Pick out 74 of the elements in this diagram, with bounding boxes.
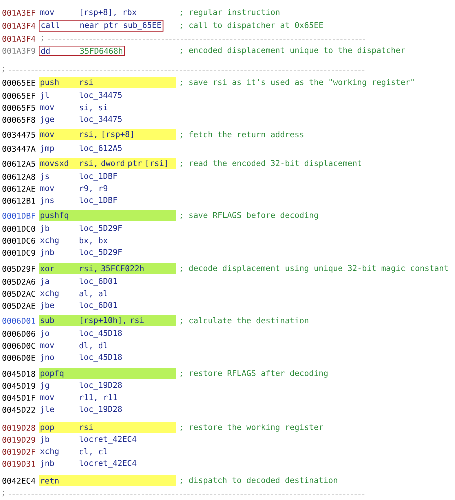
address: 00065EF: [2, 92, 36, 100]
comment: ; encoded displacement unique to the dispatcher: [180, 47, 406, 55]
comment: ; restore RFLAGS after decoding: [180, 370, 328, 378]
operand: al, al: [80, 290, 108, 298]
address: 001A3F4: [2, 36, 36, 42]
comment: ; save rsi as it's used as the "working register": [180, 79, 414, 87]
mnemonic: jle: [40, 406, 54, 414]
outlined-instruction: dd 35FD6468h: [39, 46, 126, 56]
comment: ; call to dispatcher at 0x65EE: [180, 22, 324, 30]
address: 0019D2F: [2, 448, 36, 456]
address: 001A3EF: [2, 10, 36, 16]
mnemonic: jnb: [40, 460, 54, 468]
address: 0045D1F: [2, 394, 36, 402]
address: 0019D31: [2, 460, 36, 468]
address: 005D2AE: [2, 302, 36, 310]
address: 00065F5: [2, 104, 36, 112]
address: 0045D19: [2, 382, 36, 390]
address: 0006D06: [2, 330, 36, 338]
mnemonic: xchg: [40, 448, 59, 456]
operand: r11, r11: [80, 394, 118, 402]
operand: si, si: [80, 104, 108, 112]
address: 0001DC9: [2, 250, 36, 256]
highlighted-instruction: retn: [39, 476, 176, 486]
address: 00612B1: [2, 198, 36, 204]
address: 0006D0E: [2, 354, 36, 362]
highlighted-instruction: movsxd rsi, dword ptr [rsi]: [39, 158, 176, 170]
semicolon: ;: [2, 491, 4, 497]
comment: ; read the encoded 32-bit displacement: [180, 160, 362, 168]
comment: ; restore the working register: [180, 424, 324, 432]
operand: loc_19D28: [80, 406, 122, 414]
address: 003447A: [2, 146, 36, 152]
address: 00612AE: [2, 186, 36, 192]
comment: ; dispatch to decoded destination: [180, 477, 338, 485]
mnemonic: mov: [40, 186, 54, 192]
address: 00612A5: [2, 160, 36, 168]
address: 0001DC6: [2, 238, 36, 244]
operand: r9, r9: [80, 185, 108, 193]
address: 0019D29: [2, 436, 36, 444]
address: 0001DC0: [2, 226, 36, 232]
operand: bx, bx: [80, 237, 108, 245]
address: 005D2A6: [2, 278, 36, 286]
highlighted-instruction: pop rsi: [39, 422, 176, 434]
highlighted-instruction: mov rsi, [rsp+8]: [39, 130, 176, 140]
semicolon: ;: [2, 67, 4, 73]
address: 0006D0C: [2, 342, 36, 350]
mnemonic: jmp: [40, 145, 54, 153]
comment: ; save RFLAGS before decoding: [180, 212, 318, 220]
operand: locret_42EC4: [80, 460, 137, 468]
highlighted-instruction: sub [rsp+10h], rsi: [39, 316, 176, 326]
mnemonic: xchg: [40, 237, 59, 245]
highlighted-instruction: pushfq: [39, 210, 176, 222]
mnemonic: mov: [40, 344, 54, 348]
mnemonic: mov: [40, 106, 54, 110]
operand: loc_612A5: [80, 145, 122, 153]
comment: ; calculate the destination: [180, 317, 309, 325]
mnemonic: xchg: [40, 290, 59, 298]
highlighted-instruction: xor rsi, 35FCF022h: [39, 264, 176, 274]
address: 00065F8: [2, 116, 36, 124]
address: 0045D22: [2, 406, 36, 414]
address: 001A3F4: [2, 22, 36, 30]
address: 001A3F9: [2, 48, 36, 54]
outlined-instruction: call near ptr sub_65EE: [39, 20, 164, 32]
comment: ; regular instruction: [180, 9, 280, 17]
highlighted-instruction: push rsi: [39, 78, 176, 88]
address: 00612A8: [2, 174, 36, 180]
comment: ; decode displacement using unique 32-bit magic constant: [180, 265, 448, 273]
comment: ; fetch the return address: [180, 131, 304, 139]
mnemonic: mov: [40, 396, 54, 400]
operand: cl, cl: [80, 448, 108, 456]
semicolon: ;: [42, 36, 44, 42]
highlighted-instruction: popfq: [39, 368, 176, 380]
address: 0034475: [2, 132, 36, 138]
operand: dl, dl: [80, 342, 108, 350]
address: 005D2AC: [2, 290, 36, 298]
